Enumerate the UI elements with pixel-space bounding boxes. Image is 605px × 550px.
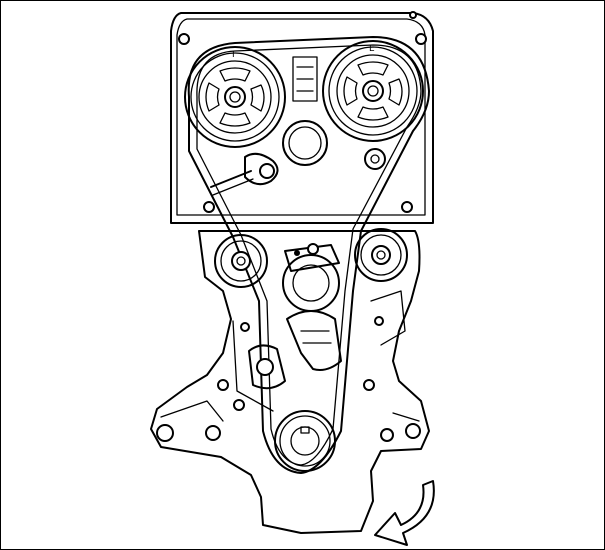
water-pump	[282, 243, 340, 312]
belt-tensioner	[210, 152, 279, 196]
timing-belt	[187, 36, 430, 474]
housing-bolts	[178, 11, 427, 213]
intake-camshaft-sprocket: I	[184, 46, 286, 148]
lower-engine-block	[150, 230, 430, 534]
left-idler-pulley	[214, 234, 268, 288]
exhaust-camshaft-sprocket: E	[322, 40, 424, 142]
upper-timing-cover-housing	[170, 12, 434, 224]
oil-pump-housing	[217, 290, 406, 412]
crankshaft-sprocket	[274, 410, 336, 472]
lower-mount-bolts	[156, 399, 421, 442]
upper-idler-bolt	[364, 148, 386, 170]
exhaust-timing-mark: E	[369, 44, 375, 54]
rotation-direction-arrow	[374, 480, 435, 546]
right-idler-pulley	[354, 228, 408, 282]
camshaft-seal-ring	[282, 56, 328, 166]
intake-timing-mark: I	[232, 50, 235, 60]
